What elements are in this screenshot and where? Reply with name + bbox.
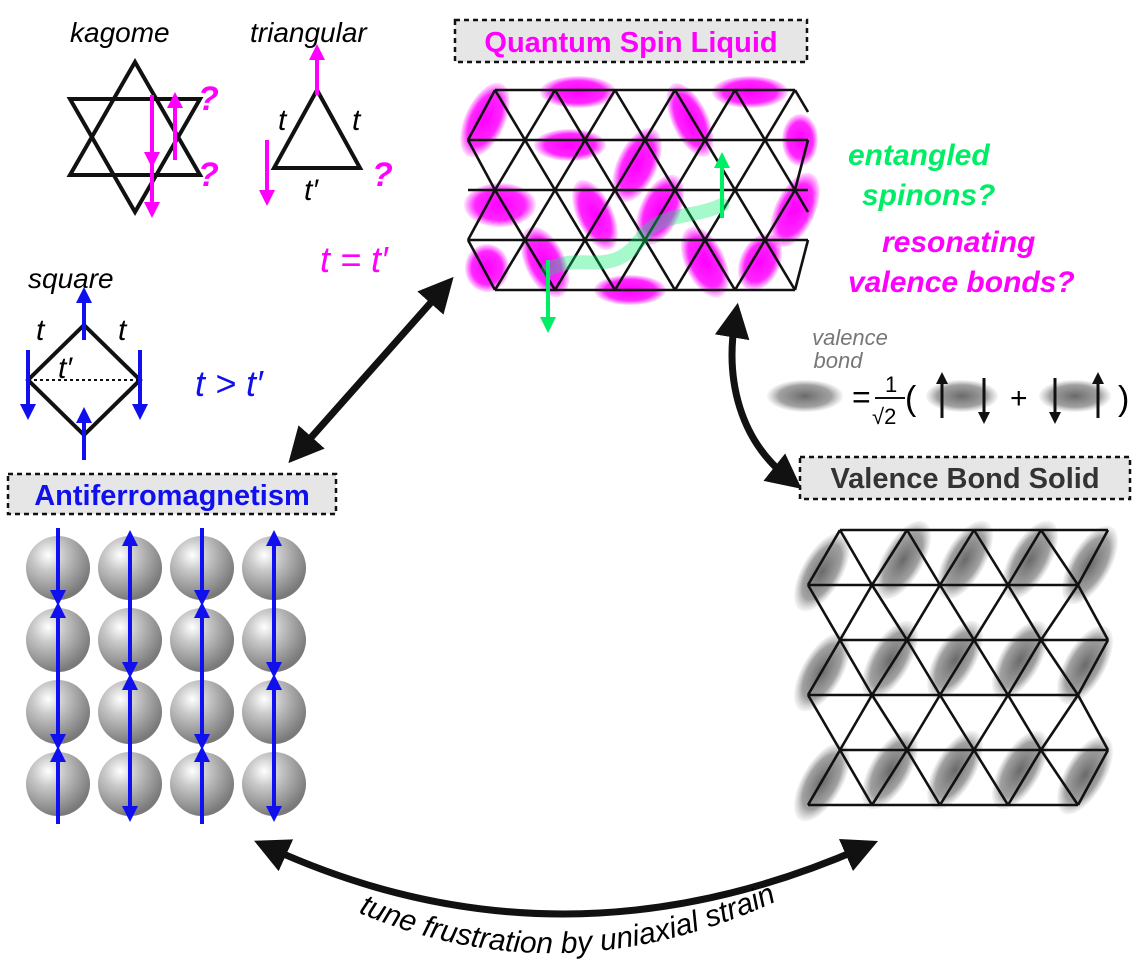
square-t-right: t	[118, 314, 128, 347]
square-t-left: t	[36, 314, 46, 347]
triangular-label: triangular	[250, 17, 368, 48]
equals-sign: =	[852, 379, 871, 415]
entangled-line-2: spinons?	[862, 179, 995, 212]
plus-sign: +	[1010, 382, 1028, 415]
qsl-lattice-lines	[466, 88, 810, 292]
entangled-line-1: entangled	[848, 139, 990, 172]
resonating-line-1: resonating	[882, 226, 1035, 259]
afm-title-box: Antiferromagnetism	[6, 472, 338, 516]
spinon-entanglement-trail	[541, 198, 729, 277]
triangular-t-right: t	[352, 104, 362, 137]
arrow-afm-qsl	[288, 276, 454, 464]
triangular-motif: triangular t t t′ ?	[250, 17, 393, 207]
tune-frustration-text: tune frustration by uniaxial strain	[356, 877, 780, 959]
kagome-label: kagome	[70, 17, 170, 48]
tune-frustration-label: tune frustration by uniaxial strain	[356, 877, 780, 959]
valence-bond-symbol	[767, 380, 843, 412]
triangular-tprime: t′	[304, 174, 319, 207]
afm-title: Antiferromagnetism	[34, 480, 310, 512]
vbs-lattice-lines	[806, 528, 1110, 807]
t-greater-tprime-label: t > t′	[195, 363, 264, 404]
qsl-bond-blobs	[460, 76, 820, 305]
valence-label: valence	[812, 325, 888, 350]
t-equal-tprime-label: t = t′	[320, 239, 389, 280]
triangular-question: ?	[372, 156, 393, 194]
square-label: square	[28, 263, 114, 294]
kagome-question-1: ?	[198, 80, 219, 118]
afm-spin-grid	[26, 528, 306, 824]
right-paren: )	[1118, 380, 1129, 418]
vbs-lattice	[794, 520, 1118, 822]
vbs-title: Valence Bond Solid	[830, 463, 1099, 495]
square-tprime: t′	[58, 352, 73, 385]
qsl-title-box: Quantum Spin Liquid	[453, 18, 809, 64]
qsl-title: Quantum Spin Liquid	[484, 27, 777, 59]
triangular-t-left: t	[278, 104, 288, 137]
left-paren: (	[905, 380, 917, 418]
square-motif: square t t t′	[20, 263, 148, 460]
qsl-lattice	[460, 76, 820, 333]
fraction-numerator: 1	[885, 372, 897, 397]
fraction-denominator: √2	[872, 404, 896, 429]
vbs-title-box: Valence Bond Solid	[798, 455, 1132, 501]
valence-bond-definition: valence bond = 1 √2 ( + )	[767, 325, 1129, 429]
kagome-motif: kagome ? ?	[66, 17, 219, 218]
arrow-qsl-vbs	[714, 302, 802, 489]
bond-label: bond	[814, 348, 864, 373]
resonating-line-2: valence bonds?	[848, 266, 1075, 299]
kagome-question-2: ?	[198, 156, 219, 194]
arrow-afm-vbs	[254, 838, 879, 918]
